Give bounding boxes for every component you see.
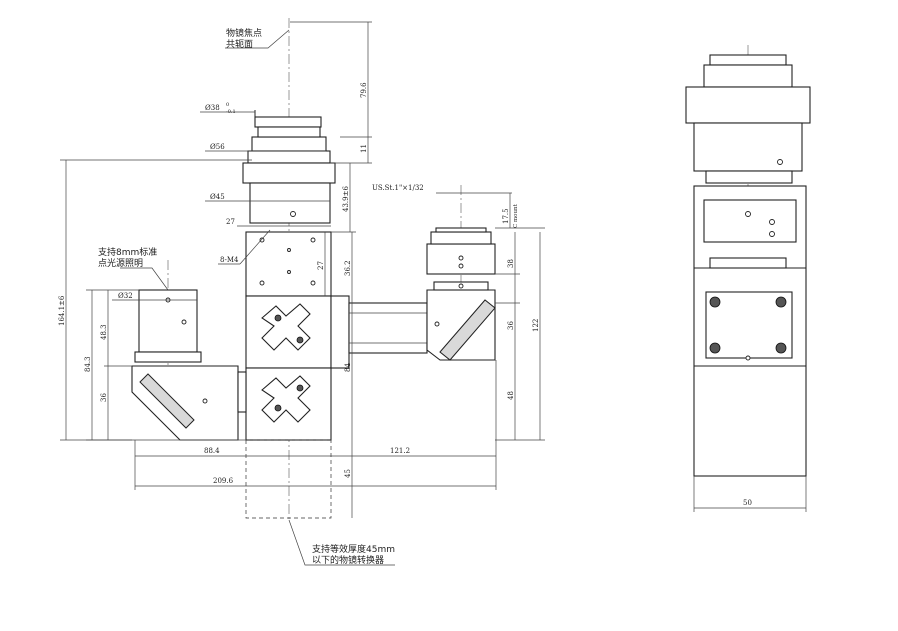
note-illum-2: 点光源照明 [98, 257, 143, 269]
side-lower-ring [705, 170, 793, 184]
block-hole-2 [310, 280, 316, 286]
cross-screw-1 [274, 314, 282, 322]
middle-step [247, 150, 331, 164]
label-84-3: 84.3 [84, 356, 92, 372]
top-block [245, 231, 332, 297]
block-hole-6 [287, 270, 291, 274]
label-121-2: 121.2 [390, 447, 410, 455]
leader-focal [225, 29, 290, 49]
top-ring [254, 116, 322, 128]
right-port-screw [458, 283, 464, 289]
side-top-cap [709, 54, 787, 66]
label-d32: Ø32 [118, 292, 133, 300]
label-122: 122 [532, 319, 540, 332]
note-focal-2: 共轭面 [226, 38, 253, 50]
label-45-v: 45 [344, 469, 352, 478]
left-arm-joint [237, 371, 247, 413]
label-27-h: 27 [226, 218, 235, 226]
block-hole-4 [310, 237, 316, 243]
label-36-r: 36 [507, 321, 515, 330]
leader-illum [120, 267, 169, 291]
label-d38: Ø38 [205, 104, 220, 112]
side-adapter-screw-3 [769, 231, 775, 237]
side-adapter-screw-1 [745, 211, 751, 217]
label-11: 11 [360, 144, 368, 153]
leader-m4 [239, 229, 271, 265]
label-17-5: 17.5 [502, 208, 510, 224]
side-adapter-screw-2 [769, 219, 775, 225]
side-tube [693, 122, 803, 172]
side-plate-screw-1 [709, 296, 721, 308]
side-plate-screw-2 [775, 296, 787, 308]
side-flange [685, 86, 811, 124]
label-50: 50 [743, 499, 752, 507]
label-79-6: 79.6 [360, 82, 368, 98]
block-hole-1 [259, 280, 265, 286]
label-48-r: 48 [507, 391, 515, 400]
cross-screw-4 [296, 384, 304, 392]
label-d38-tol-lower: -0.1 [226, 109, 236, 115]
illum-collar [134, 351, 202, 363]
side-port-stub [709, 257, 787, 269]
side-tube-screw [777, 159, 783, 165]
label-m4: 8-M4 [220, 256, 239, 264]
cross-screw-2 [296, 336, 304, 344]
side-plate-screw-3 [709, 342, 721, 354]
right-housing-screw [434, 321, 440, 327]
label-36-left: 36 [100, 393, 108, 402]
right-arm-tube [348, 302, 428, 354]
left-mirror [139, 373, 195, 429]
label-27-v: 27 [317, 261, 325, 270]
block-hole-3 [259, 237, 265, 243]
converter-region [245, 439, 332, 519]
adapter-screw-1 [458, 255, 464, 261]
cross-screw-3 [274, 404, 282, 412]
right-mirror [439, 299, 496, 361]
block-hole-5 [287, 248, 291, 252]
wide-body [242, 162, 336, 184]
adapter-screw-2 [458, 263, 464, 269]
label-48-3: 48.3 [100, 324, 108, 340]
label-38-r: 38 [507, 259, 515, 268]
side-adapter [703, 199, 797, 243]
side-top-ring [703, 64, 793, 88]
illum-screw-2 [181, 319, 187, 325]
label-d45: Ø45 [210, 193, 225, 201]
side-plate-screw-4 [775, 342, 787, 354]
label-mount: US.St.1"×1/32 [372, 184, 424, 192]
note-converter-2: 以下的物镜转换器 [312, 554, 384, 566]
label-209-6: 209.6 [213, 477, 234, 485]
note-focal-1: 物镜焦点 [226, 27, 262, 39]
label-164: 164.1±6 [58, 295, 66, 326]
upper-flange [251, 136, 327, 152]
label-84: 84 [344, 363, 352, 372]
lower-tube [249, 182, 331, 224]
note-illum-1: 支持8mm标准 [98, 246, 157, 258]
label-d56: Ø56 [210, 143, 225, 151]
label-43-9: 43.9±6 [342, 186, 350, 212]
c-mount-thread [435, 227, 487, 233]
label-d38-tol-upper: 0 [226, 102, 229, 108]
note-converter-1: 支持等效厚度45mm [312, 543, 395, 555]
label-88-4: 88.4 [204, 447, 220, 455]
side-plate-hole [745, 355, 751, 361]
c-mount-ring [430, 231, 492, 245]
tube-screw [290, 211, 296, 217]
label-36-2: 36.2 [344, 260, 352, 276]
block-side-plate [330, 295, 350, 369]
label-c-mount: C mount [513, 203, 519, 228]
leader-converter [288, 519, 395, 566]
upper-neck [257, 126, 321, 138]
left-housing-screw [202, 398, 208, 404]
